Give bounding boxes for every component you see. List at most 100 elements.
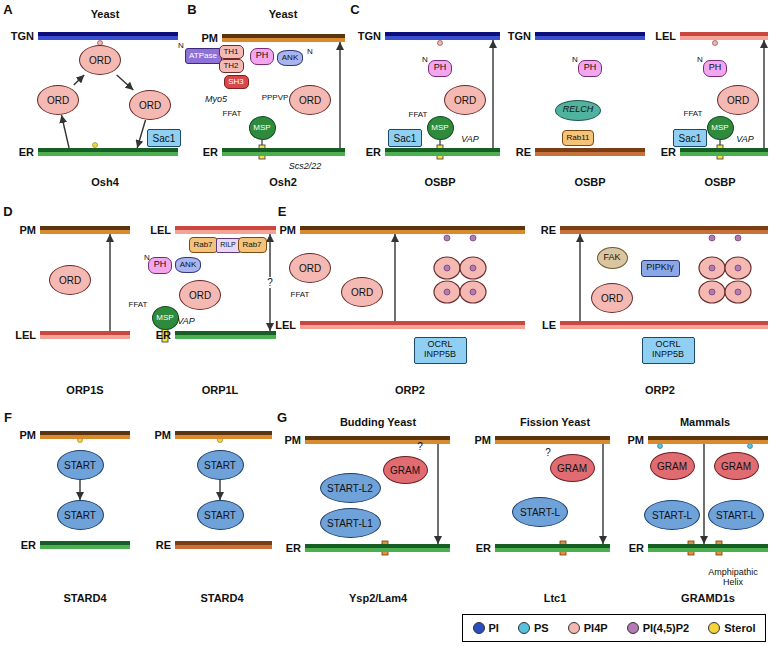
domain-label: START-L [652, 510, 692, 521]
transfer-arrow [339, 42, 340, 148]
transfer-arrow [579, 234, 580, 321]
legend-swatch [708, 622, 720, 634]
domain-label: Sac1 [394, 133, 417, 144]
membrane-label: ER [366, 146, 381, 158]
membrane-band: PM [495, 436, 610, 444]
legend-item: PI [473, 622, 499, 634]
protein-name: OSBP [424, 176, 455, 188]
protein-name: OSBP [704, 176, 735, 188]
unknown-mark: ? [417, 441, 423, 452]
ord-subunit [434, 257, 460, 279]
membrane-label: PM [202, 32, 219, 44]
membrane-label: ER [156, 329, 171, 341]
protein-name: VAP [736, 135, 754, 145]
fak-kinase: FAK [597, 247, 628, 269]
ph-domain: PH [703, 60, 727, 77]
membrane-band: ER [680, 148, 768, 156]
domain-label: GRAM [721, 461, 751, 472]
lipid [735, 289, 741, 295]
transmembrane-anchors [162, 145, 723, 342]
lipid [709, 235, 715, 241]
legend-swatch [473, 622, 485, 634]
ph-domain: PH [250, 48, 274, 65]
domain-label: ORD [299, 263, 321, 274]
transfer-arrow [109, 234, 110, 331]
membrane-band: TGN [385, 32, 500, 40]
th-domain: TH1 [219, 45, 244, 59]
transfer-arrow [437, 444, 438, 544]
protein-name: VAP [461, 135, 479, 145]
domain-label: START [204, 510, 236, 521]
membrane-band: LEL [680, 32, 768, 40]
domain-label: GRAM [657, 461, 687, 472]
rab-gtpase: Rab7 [189, 237, 218, 253]
legend-text: PI4P [584, 622, 608, 634]
domain-label: Rab11 [567, 134, 590, 143]
ps-dots [658, 444, 753, 449]
domain-label: RILP [220, 241, 236, 249]
msp-domain: MSP [152, 306, 179, 330]
legend-item: PS [518, 622, 549, 634]
transfer-arrow [394, 234, 395, 321]
domain-label: ORD [189, 290, 211, 301]
transfer-arrow [79, 480, 80, 500]
ph-domain: PH [578, 60, 602, 77]
membrane-label: LEL [150, 224, 171, 236]
ord-domain: ORD [37, 85, 79, 115]
domain-label: PH [256, 51, 269, 61]
start-domain: START [57, 450, 104, 480]
membrane-band: LEL [300, 321, 525, 329]
protein-name: STARD4 [63, 592, 106, 604]
protein-name: ORP2 [645, 384, 675, 396]
gram-domain: GRAM [383, 456, 428, 484]
lipid [93, 143, 98, 148]
membrane-band: PM [305, 436, 450, 444]
ord-subunit [460, 257, 486, 279]
gram-domain: GRAM [550, 454, 595, 482]
protein-name: ORP1S [66, 384, 103, 396]
membrane-label: LEL [655, 30, 676, 42]
lipid [444, 265, 450, 271]
ord-subunit [699, 281, 725, 303]
motif-label: FFAT [129, 301, 148, 310]
membrane-band: LEL [40, 331, 130, 339]
gram-domain: GRAM [650, 452, 695, 480]
ord-subunit [460, 281, 486, 303]
ord-domain: ORD [717, 85, 759, 115]
protein-name: ORP2 [395, 384, 425, 396]
membrane-band: ER [305, 544, 450, 552]
lipid [470, 289, 476, 295]
transfer-arrow [602, 444, 603, 544]
lipid [748, 444, 753, 449]
panel-letter: C [350, 3, 359, 17]
ord-domain: ORD [49, 265, 91, 295]
membrane-band: RE [175, 541, 272, 549]
domain-label: RELCH [563, 105, 594, 115]
domain-label: ORD [601, 293, 623, 304]
domain-label: START-L2 [327, 483, 373, 494]
membrane-band: PM [222, 34, 345, 42]
transfer-arrow [117, 75, 134, 90]
panel-letter: A [3, 3, 12, 17]
domain-label: MSP [253, 124, 270, 133]
phosphatase-box: OCRL INPP5B [642, 337, 695, 364]
transfer-arrow [703, 444, 704, 544]
membrane-label: RE [516, 146, 531, 158]
domain-label: START [204, 460, 236, 471]
membrane-label: RE [156, 539, 171, 551]
domain-label: Sac1 [679, 133, 702, 144]
group-title: Budding Yeast [340, 416, 416, 428]
membrane-label: TGN [508, 30, 531, 42]
edge-label: ? [265, 277, 275, 288]
membrane-band: ER [222, 148, 345, 156]
membrane-label: RE [541, 224, 556, 236]
domain-label: OCRL INPP5B [646, 340, 690, 360]
terminus-label: N [422, 56, 428, 65]
panel-title: Yeast [269, 8, 298, 20]
domain-label: START [64, 460, 96, 471]
motif-label: FFAT [684, 110, 703, 119]
start-domain: START [57, 500, 104, 530]
msp-domain: MSP [427, 116, 454, 140]
protein-name: Osh2 [269, 176, 297, 188]
ord-domain: ORD [129, 90, 171, 120]
